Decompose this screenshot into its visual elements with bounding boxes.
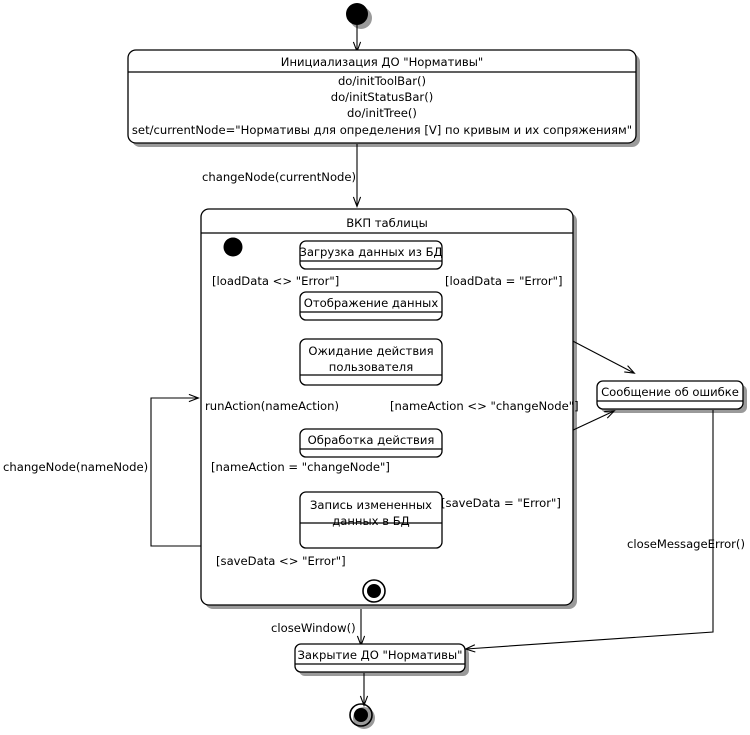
composite-state-box xyxy=(200,208,574,606)
edge-label-load-err: [loadData = "Error"] xyxy=(445,274,563,288)
state-error-message-box xyxy=(596,380,744,410)
state-error-message-label: Сообщение об ошибке xyxy=(601,385,739,399)
state-init-box xyxy=(127,49,637,144)
edge-label-close-window: closeWindow() xyxy=(271,621,356,635)
composite-state-title: ВКП таблицы xyxy=(346,216,428,230)
edge-label-name-action-eq: [nameAction = "changeNode"] xyxy=(211,460,390,474)
inner-start-node xyxy=(223,237,243,257)
final-node xyxy=(349,703,373,727)
state-close-label: Закрытие ДО "Нормативы" xyxy=(298,648,463,662)
edge-label-save-ok: [saveData <> "Error"] xyxy=(216,554,346,568)
inner-final-node xyxy=(362,579,386,603)
edge-label-name-action-ne: [nameAction <> "changeNode"] xyxy=(390,399,579,413)
state-init-activity-3: do/initTree() xyxy=(347,106,417,120)
state-load-data-box xyxy=(299,240,443,270)
state-wait-action-label-line2: пользователя xyxy=(329,360,413,374)
edge-label-change-node-name: changeNode(nameNode) xyxy=(3,460,148,474)
state-init-activity-2: do/initStatusBar() xyxy=(331,90,434,104)
edge-label-run-action: runAction(nameAction) xyxy=(205,399,339,413)
edge-error-to-close xyxy=(466,410,714,649)
state-init-activity-4: set/currentNode="Нормативы для определен… xyxy=(132,123,632,137)
state-show-data-label: Отображение данных xyxy=(304,296,439,310)
edge-label-save-err: [saveData = "Error"] xyxy=(441,496,561,510)
start-node xyxy=(346,3,368,25)
edge-label-change-node-current: changeNode(currentNode) xyxy=(202,170,356,184)
state-save-data-label-line1: Запись измененных xyxy=(310,498,432,512)
edge-label-close-message-error: closeMessageError() xyxy=(627,537,745,551)
state-process-action-box xyxy=(299,428,443,458)
state-save-data-box xyxy=(299,491,443,549)
state-wait-action-box xyxy=(299,338,443,386)
state-load-data-label: Загрузка данных из БД xyxy=(299,245,442,259)
edge-label-load-ok: [loadData <> "Error"] xyxy=(212,274,339,288)
state-init-title: Инициализация ДО "Нормативы" xyxy=(281,55,483,69)
state-wait-action-label-line1: Ожидание действия xyxy=(308,344,433,358)
state-close-box xyxy=(294,643,466,673)
state-init-activity-1: do/initToolBar() xyxy=(338,74,426,88)
edge-changenode-loop xyxy=(150,398,202,547)
state-save-data-label-line2: данных в БД xyxy=(332,514,410,528)
state-show-data-box xyxy=(299,291,443,321)
state-process-action-label: Обработка действия xyxy=(308,433,435,447)
